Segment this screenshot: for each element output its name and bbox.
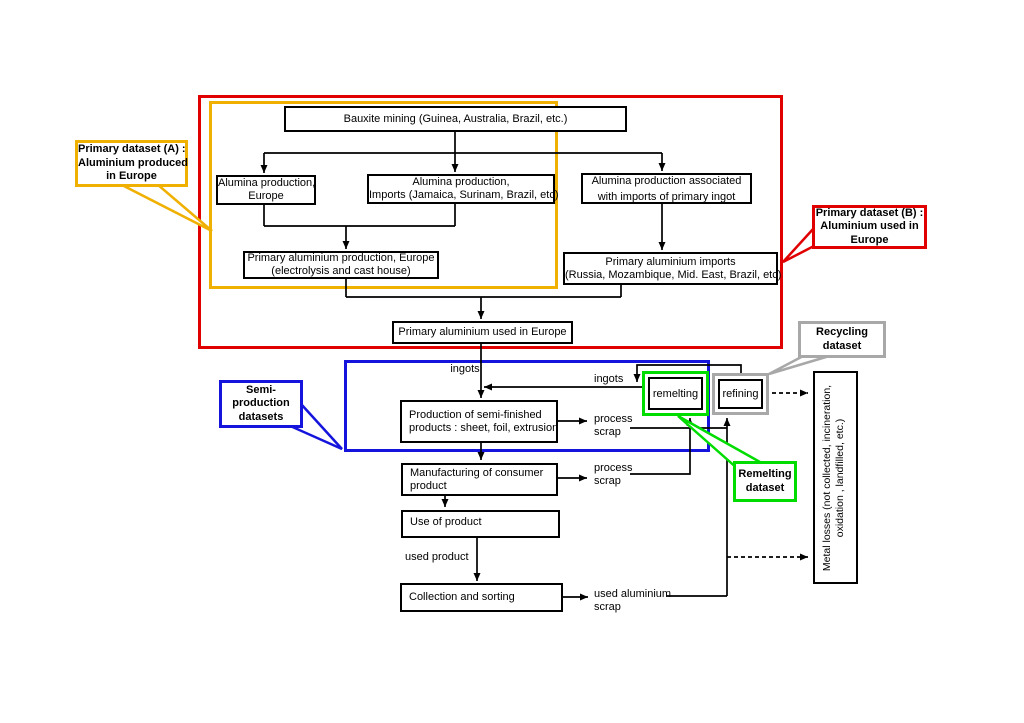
line-primary-join (345, 278, 622, 298)
node-primary-aluminium-production: Primary aluminium production, Europe (el… (243, 251, 439, 279)
node-manufacturing-consumer-product: Manufacturing of consumer product (401, 463, 558, 496)
callout-recycling-dataset: Recycling dataset (798, 321, 886, 358)
node-remelting: remelting (648, 377, 703, 410)
callout-remelting-dataset: Remelting dataset (733, 461, 797, 502)
callout-primary-dataset-a: Primary dataset (A) : Aluminium produced… (75, 140, 188, 187)
label-process-scrap-top: process scrap (594, 413, 633, 438)
callout-semi-production-datasets: Semi- production datasets (219, 380, 303, 428)
node-bauxite-mining: Bauxite mining (Guinea, Australia, Brazi… (284, 106, 627, 132)
remelting-highlight-frame: remelting (642, 371, 709, 416)
node-production-semi-finished: Production of semi-finished products : s… (400, 400, 558, 443)
node-primary-aluminium-used: Primary aluminium used in Europe (392, 321, 573, 344)
metal-losses-rotated-text: Metal losses (not collected, incineratio… (820, 384, 846, 571)
node-metal-losses: Metal losses (not collected, incineratio… (813, 371, 858, 584)
label-ingots-center: ingots (450, 363, 480, 375)
node-refining: refining (718, 379, 763, 409)
node-use-of-product: Use of product (401, 510, 560, 538)
arrow-bauxite-branch (264, 132, 662, 154)
label-used-product: used product (405, 551, 469, 563)
arrow-into-remelting (630, 418, 694, 475)
node-alumina-production-associated: Alumina production associated with impor… (581, 173, 752, 204)
label-used-aluminium-scrap: used aluminium scrap (594, 588, 672, 613)
arrow-ingots-from-refining (633, 364, 742, 382)
callout-tail-primary-a (119, 182, 213, 233)
line-alumina-join (263, 204, 456, 227)
node-alumina-production-europe: Alumina production, Europe (216, 175, 316, 205)
node-alumina-production-imports: Alumina production, Imports (Jamaica, Su… (367, 174, 559, 204)
refining-highlight-frame: refining (712, 373, 769, 415)
node-primary-aluminium-imports: Primary aluminium imports (Russia, Mozam… (563, 252, 781, 285)
primary-dataset-a-frame (209, 101, 558, 289)
label-ingots-right: ingots (594, 373, 624, 385)
callout-primary-dataset-b: Primary dataset (B) : Aluminium used in … (812, 205, 927, 249)
label-process-scrap-bottom: process scrap (594, 462, 633, 487)
callout-tail-primary-b (782, 224, 816, 264)
node-collection-and-sorting: Collection and sorting (400, 583, 563, 612)
